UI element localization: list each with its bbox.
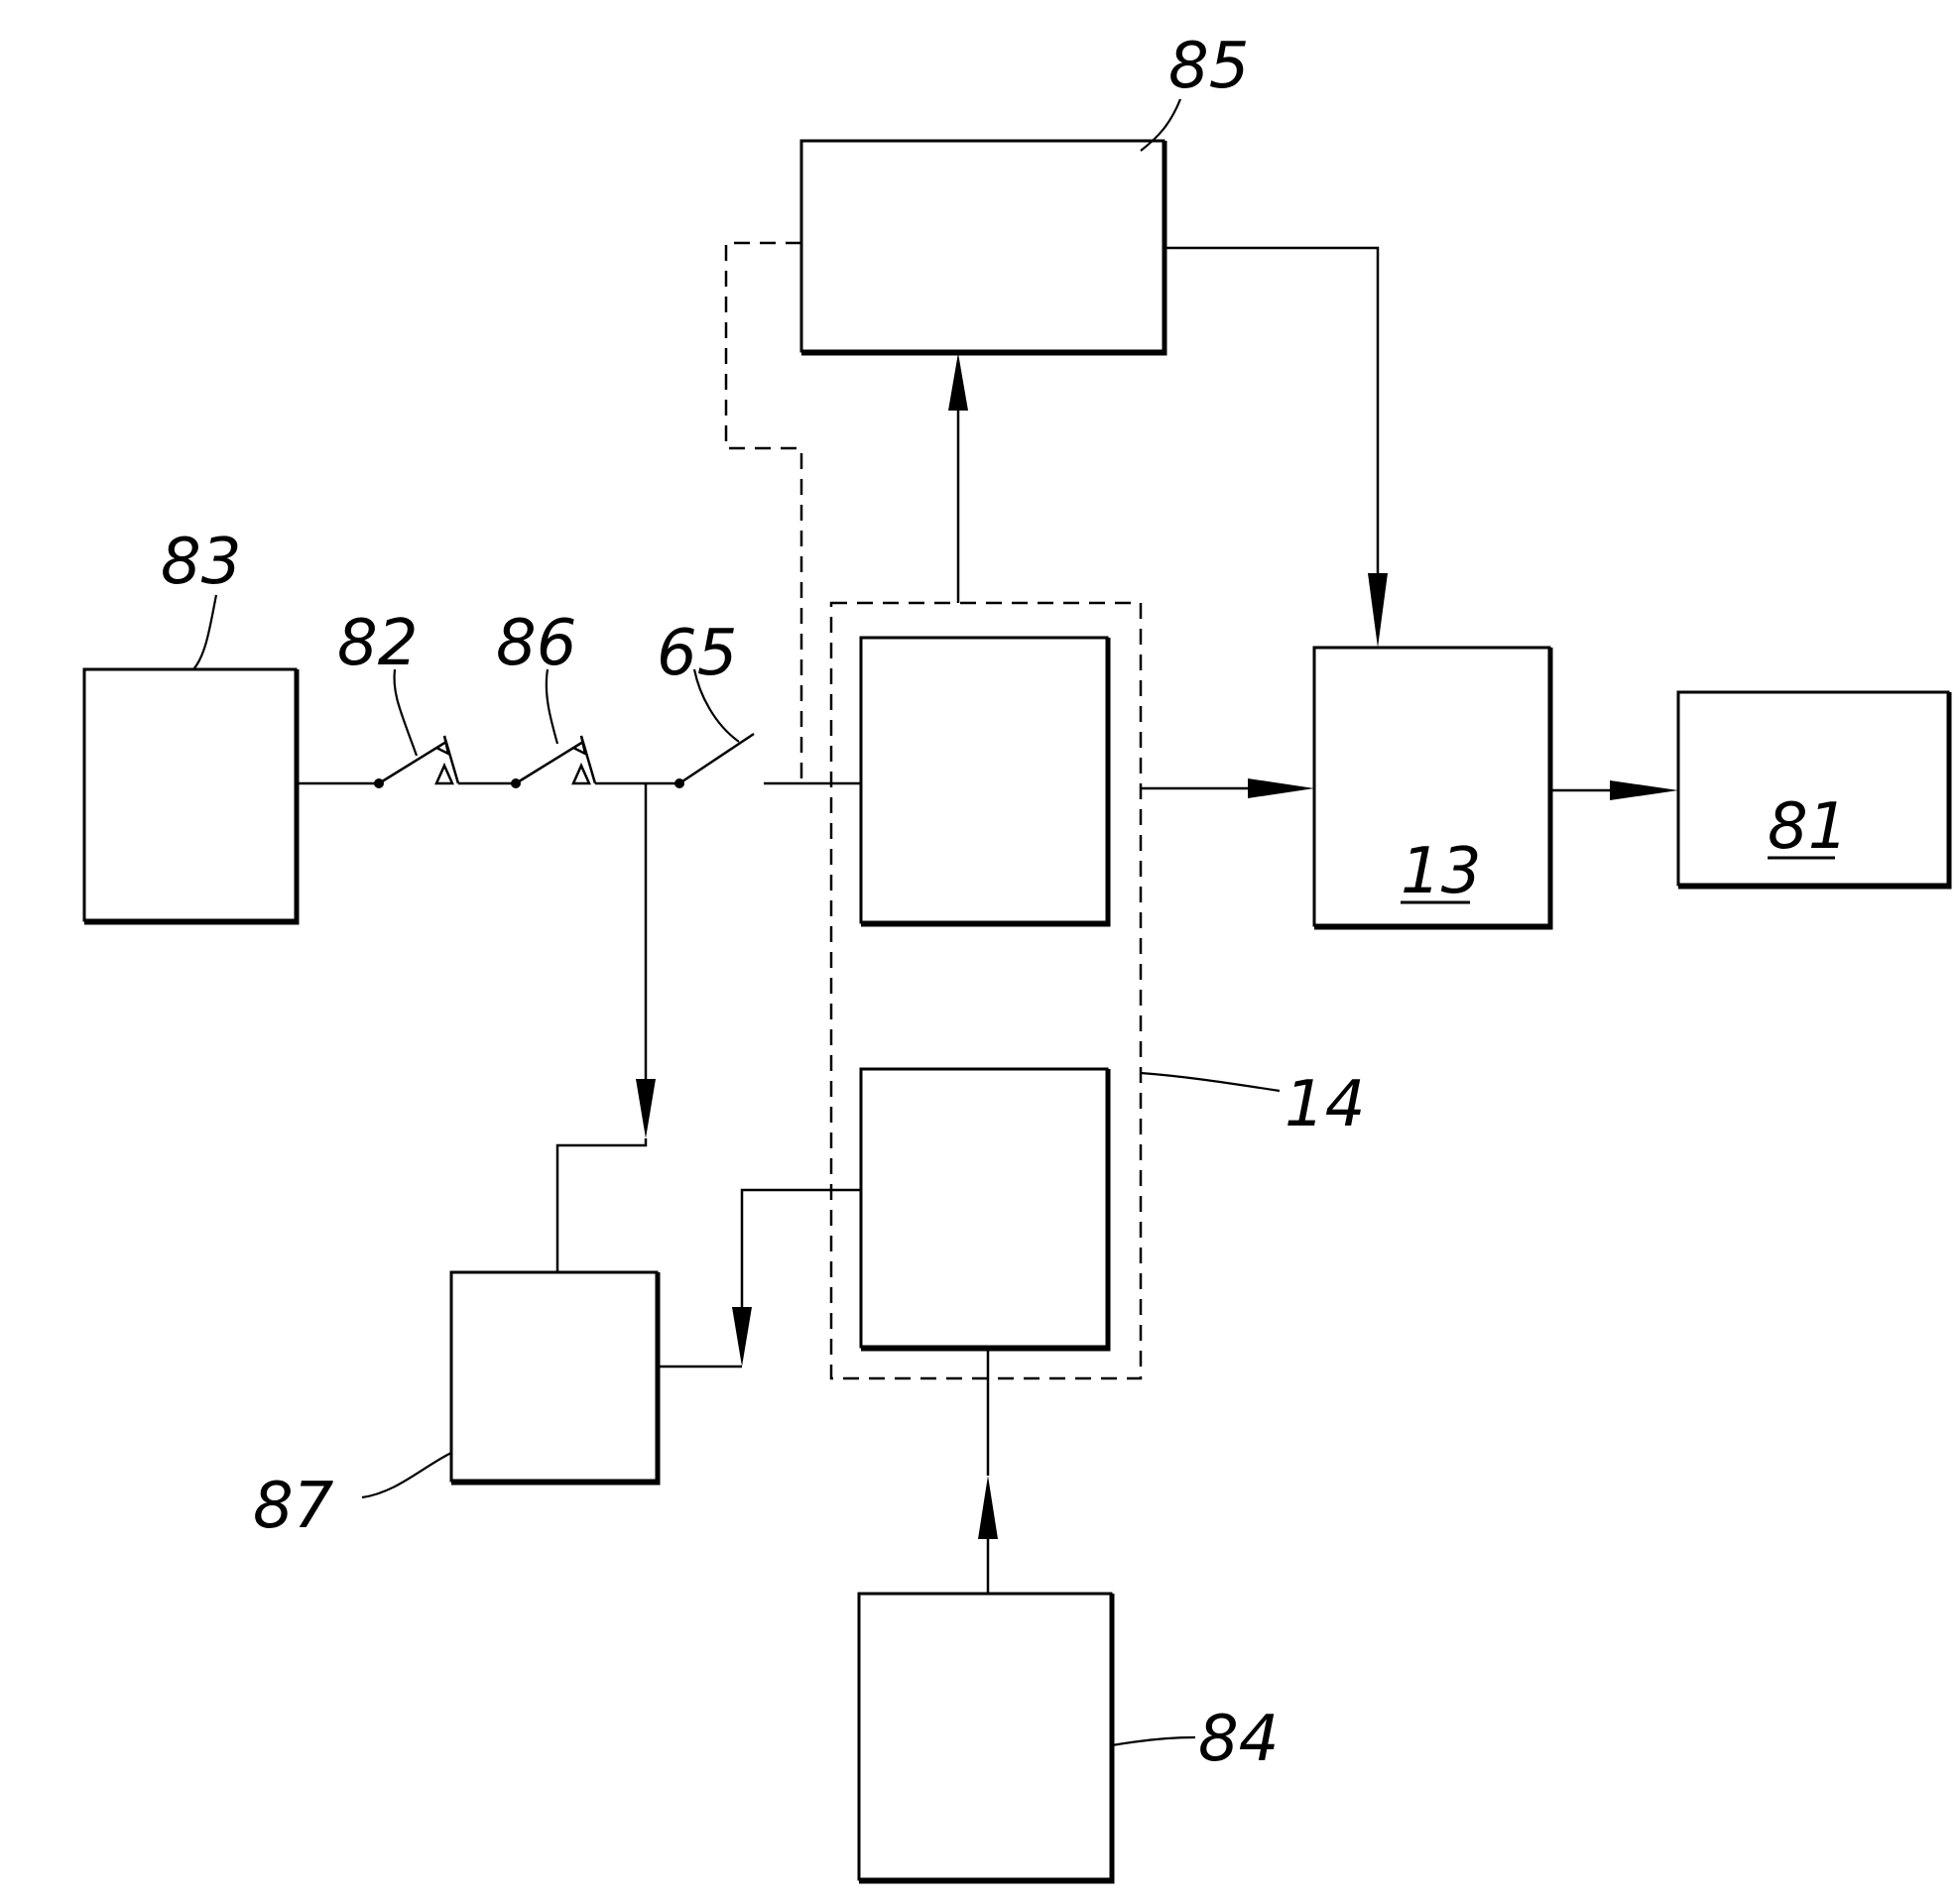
label-86: 86 [496, 607, 576, 680]
arrow-85-to-13 [1164, 246, 1388, 648]
label-82: 82 [337, 607, 418, 680]
arrow-13-to-81 [1550, 780, 1678, 800]
dashed-unit-14 [829, 601, 1143, 1380]
link-14-lower-to-87 [658, 1188, 861, 1368]
label-14: 14 [1285, 1068, 1365, 1141]
leader-84 [1111, 1735, 1196, 1747]
switch-82 [374, 735, 460, 788]
label-84: 84 [1198, 1703, 1279, 1776]
dashed-link-85-to-14 [724, 241, 803, 783]
switch-65 [674, 732, 755, 788]
arrow-14-to-13 [1141, 778, 1314, 798]
block-81 [1676, 690, 1952, 890]
leader-65 [692, 668, 740, 743]
label-81: 81 [1768, 790, 1848, 864]
block-85 [799, 139, 1167, 356]
switch-86 [511, 735, 597, 788]
leader-14 [1140, 1071, 1281, 1093]
label-83: 83 [161, 526, 241, 599]
leader-82 [393, 668, 419, 757]
block-13 [1312, 646, 1553, 930]
leader-85 [1140, 98, 1182, 152]
label-87: 87 [253, 1470, 334, 1543]
leader-83 [192, 594, 218, 670]
block-84 [857, 1592, 1115, 1884]
arrow-14-to-85 [948, 353, 968, 603]
label-13: 13 [1401, 835, 1481, 908]
branch-junction-to-87 [555, 783, 656, 1272]
label-85: 85 [1168, 30, 1249, 103]
leader-87 [361, 1452, 452, 1499]
block-87 [449, 1270, 661, 1486]
block-83 [82, 667, 300, 925]
unit-14-upper-block [859, 636, 1111, 927]
arrow-84-to-14 [978, 1349, 998, 1594]
label-65: 65 [657, 617, 737, 690]
leader-86 [545, 668, 559, 745]
unit-14-lower-block [859, 1067, 1111, 1352]
